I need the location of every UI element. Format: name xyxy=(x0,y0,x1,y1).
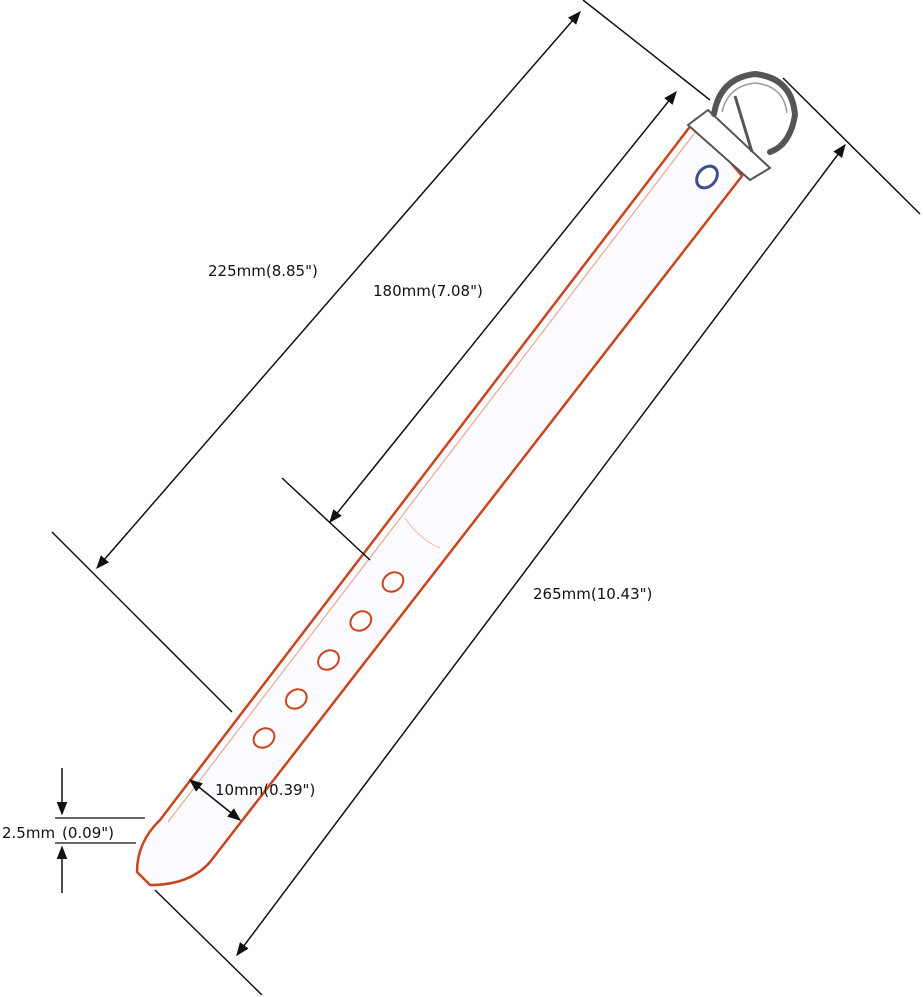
belt-strap xyxy=(135,118,744,887)
dim-180-label: 180mm(7.08") xyxy=(373,282,483,300)
buckle-frame-inner xyxy=(721,82,788,114)
dimension-thickness: 2.5mm (0.09") xyxy=(2,768,145,893)
dim-width-line xyxy=(188,779,242,821)
dim-thickness-value: 2.5mm xyxy=(2,824,55,842)
dim-width-label: 10mm(0.39") xyxy=(215,781,315,799)
dim-225-label: 225mm(8.85") xyxy=(208,262,318,280)
buckle-frame xyxy=(711,70,799,155)
dim-225-extension-start xyxy=(51,531,233,713)
dim-265-line xyxy=(236,143,846,957)
dim-225-extension-end xyxy=(582,0,711,101)
buckle-prong xyxy=(733,95,754,153)
strap-body xyxy=(135,118,744,887)
dim-265-extension-start xyxy=(154,889,263,996)
dim-thickness-imperial: (0.09") xyxy=(62,824,114,842)
dim-265-extension-end xyxy=(782,77,921,215)
strap-edge-highlight xyxy=(167,125,701,823)
dimension-265: 265mm(10.43") xyxy=(154,77,921,996)
dim-180-extension xyxy=(281,477,371,561)
dim-225-line xyxy=(96,10,581,570)
dimension-width: 10mm(0.39") xyxy=(188,779,315,821)
dim-265-label: 265mm(10.43") xyxy=(533,585,652,603)
